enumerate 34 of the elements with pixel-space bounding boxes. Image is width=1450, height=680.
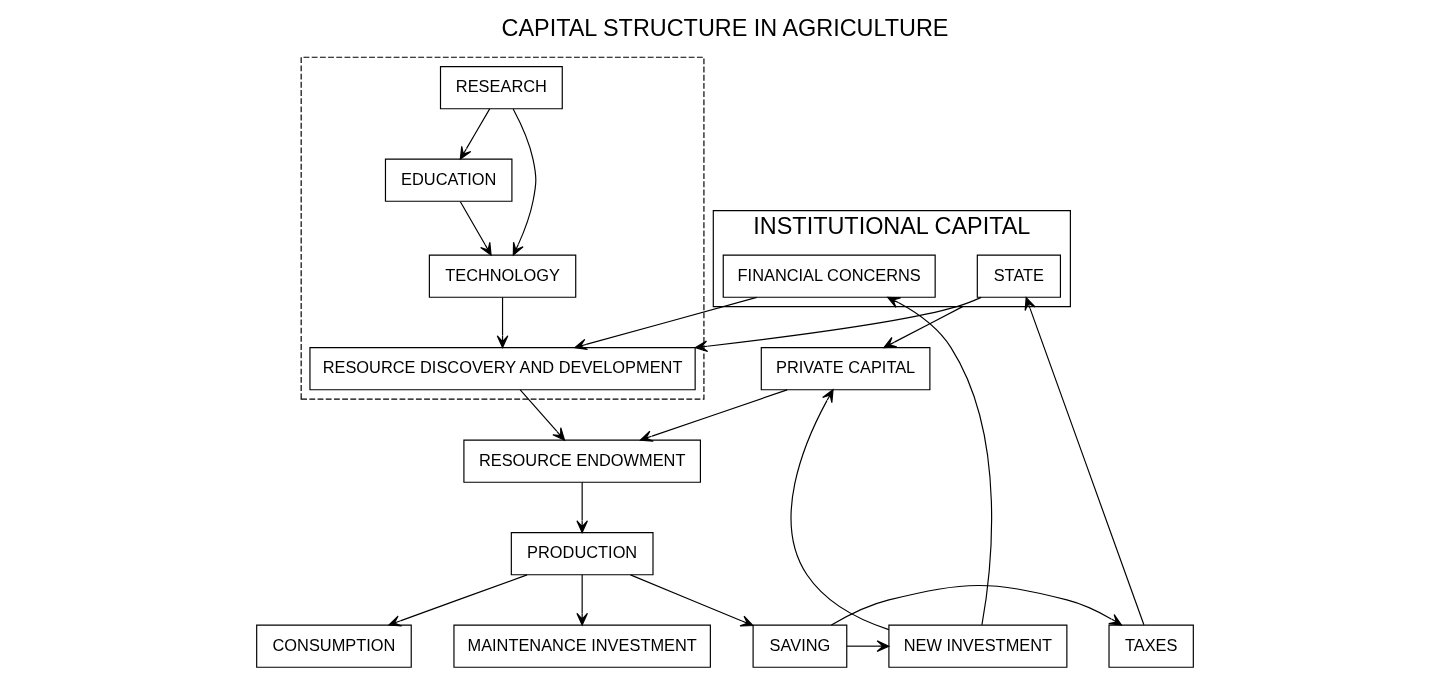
arrow bbox=[519, 389, 566, 441]
arrow bbox=[459, 201, 492, 256]
arrow bbox=[629, 574, 754, 627]
arrow bbox=[883, 306, 964, 349]
node-box: EDUCATION bbox=[384, 158, 513, 202]
arrow bbox=[512, 108, 537, 256]
arrow bbox=[846, 640, 890, 652]
arrow bbox=[1024, 297, 1145, 626]
arrow bbox=[388, 574, 528, 627]
node-box: TECHNOLOGY bbox=[428, 254, 577, 298]
node-box: NEW INVESTMENT bbox=[888, 624, 1068, 668]
node-box: MAINTENANCE INVESTMENT bbox=[453, 624, 711, 668]
node-box: RESOURCE DISCOVERY AND DEVELOPMENT bbox=[309, 347, 696, 391]
node-box: TAXES bbox=[1108, 624, 1194, 668]
arrow bbox=[790, 389, 890, 631]
node-box: STATE bbox=[976, 254, 1061, 298]
arrow bbox=[694, 296, 982, 353]
node-box: PRODUCTION bbox=[510, 532, 654, 576]
node-box: PRIVATE CAPITAL bbox=[760, 347, 931, 391]
arrow bbox=[639, 389, 788, 442]
arrow bbox=[496, 296, 509, 349]
arrow bbox=[887, 296, 993, 626]
node-box: RESOURCE ENDOWMENT bbox=[463, 439, 701, 483]
node-box: SAVING bbox=[752, 624, 848, 668]
cluster bbox=[300, 56, 705, 400]
arrow bbox=[459, 108, 491, 160]
node-box: RESEARCH bbox=[439, 66, 563, 110]
arrow bbox=[576, 481, 588, 534]
node-box: FINANCIAL CONCERNS bbox=[722, 254, 936, 298]
node-box: CONSUMPTION bbox=[256, 624, 412, 668]
arrow bbox=[830, 584, 1123, 626]
arrow bbox=[576, 574, 588, 626]
arrow bbox=[574, 296, 758, 351]
diagram-title: CAPITAL STRUCTURE IN AGRICULTURE bbox=[501, 15, 949, 42]
